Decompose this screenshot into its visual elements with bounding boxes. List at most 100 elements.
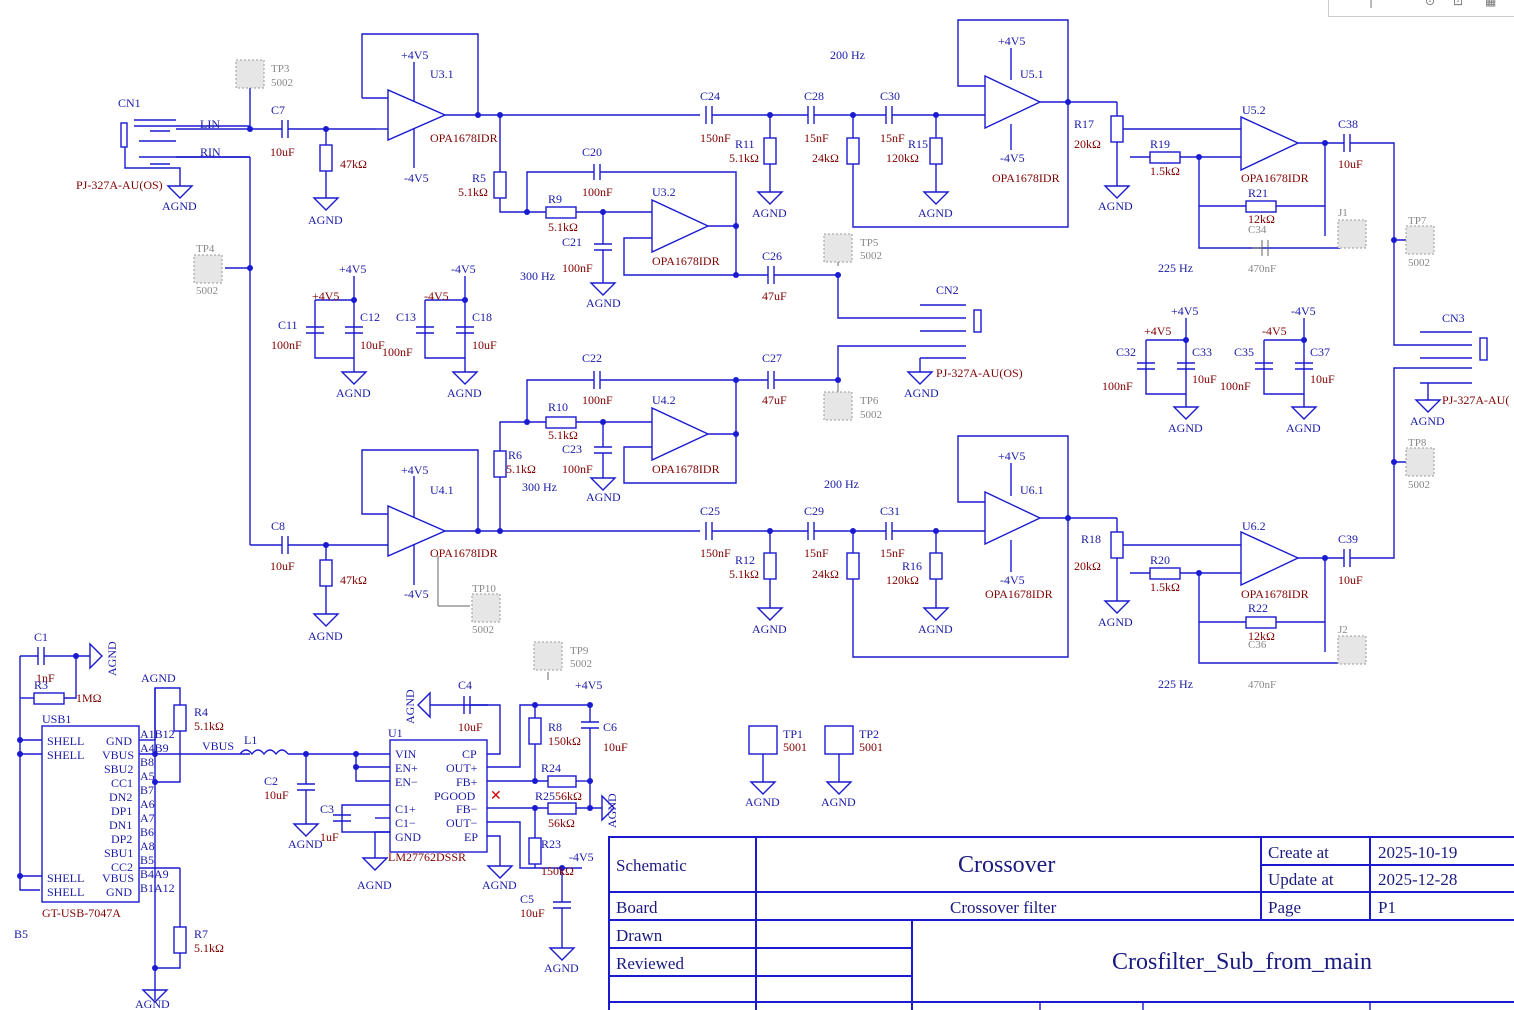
freq-200-top: 200 Hz: [830, 48, 865, 62]
part-u32: OPA1678IDR: [652, 254, 720, 268]
usb-pin-sig: SBU2: [104, 762, 133, 776]
val-c21: 100nF: [562, 261, 593, 275]
test-point-pad[interactable]: [533, 641, 563, 671]
label-r3: R3: [34, 678, 48, 692]
u1-pin-c1n: C1−: [395, 816, 416, 830]
val-tp4: 5002: [196, 285, 218, 297]
label-c38: C38: [1338, 117, 1358, 131]
usb-pin-num: A7: [140, 811, 155, 825]
usb-pin-num: B6: [140, 825, 154, 839]
agnd-usb: AGND: [141, 671, 176, 685]
junction-dot: [1196, 154, 1202, 160]
junction-dot: [17, 873, 23, 879]
label-r7: R7: [194, 927, 208, 941]
test-point-pad[interactable]: [823, 233, 853, 263]
u1-pin-fbn: FB−: [456, 802, 478, 816]
label-c24: C24: [700, 89, 720, 103]
label-c22: C22: [582, 351, 602, 365]
toolbar-grid-icon[interactable]: ▦: [1485, 0, 1497, 8]
label-tp4: TP4: [196, 243, 215, 255]
agnd-r12: AGND: [752, 622, 787, 636]
junction-dot: [1391, 459, 1397, 465]
label-c21: C21: [562, 235, 582, 249]
dec2-n4v5-b: -4V5: [1262, 324, 1287, 338]
tb-sheet-name: Crosfilter_Sub_from_main: [1112, 949, 1372, 975]
part-u52: OPA1678IDR: [1241, 171, 1309, 185]
junction-dot: [462, 297, 468, 303]
agnd-cn2: AGND: [904, 386, 939, 400]
tp1-tp2[interactable]: [748, 725, 854, 795]
label-tp6: TP6: [860, 395, 879, 407]
test-point-pad[interactable]: [193, 254, 223, 284]
usb-pin-gnd2: GND: [106, 885, 132, 899]
agnd-c2: AGND: [288, 837, 323, 851]
agnd-r15: AGND: [918, 206, 953, 220]
u1-pin-gnd: GND: [395, 830, 421, 844]
test-point-pad[interactable]: [823, 391, 853, 421]
val-r25: 56kΩ: [548, 816, 575, 830]
label-c1: C1: [34, 630, 48, 644]
val-c28: 15nF: [804, 131, 829, 145]
u1-pin-cp: CP: [462, 747, 477, 761]
test-point-pad[interactable]: [235, 59, 265, 89]
junction-dot: [600, 419, 606, 425]
val-c39: 10uF: [1338, 573, 1363, 587]
agnd-fb: AGND: [605, 793, 619, 828]
label-r6: R6: [508, 448, 522, 462]
val-r3: 1MΩ: [76, 691, 102, 705]
tb-reviewed-label: Reviewed: [616, 954, 684, 973]
label-usb1: USB1: [42, 712, 71, 726]
u1-neg: -4V5: [569, 850, 594, 864]
label-tp2: TP2: [859, 727, 879, 741]
dec-n4v5-b: -4V5: [424, 289, 449, 303]
usb-pin-vbus1: VBUS: [102, 748, 134, 762]
val-r4: 5.1kΩ: [194, 719, 224, 733]
freq-300-bot: 300 Hz: [522, 480, 557, 494]
test-points[interactable]: [193, 59, 1435, 671]
tb-update-label: Update at: [1268, 870, 1334, 889]
label-c4: C4: [458, 678, 472, 692]
usb-pin-sig: DN2: [109, 790, 132, 804]
test-point-pad[interactable]: [471, 593, 501, 623]
label-c23: C23: [562, 442, 582, 456]
test-point-pad[interactable]: [1405, 225, 1435, 255]
label-c18: C18: [472, 310, 492, 324]
agnd-c11: AGND: [336, 386, 371, 400]
label-tp3: TP3: [271, 63, 290, 75]
val-r22: 12kΩ: [1248, 629, 1275, 643]
junction-dot: [532, 702, 538, 708]
usb-pin-num: A1B12: [140, 727, 175, 741]
test-point-pad[interactable]: [1337, 219, 1367, 249]
val-r2: 47kΩ: [340, 573, 367, 587]
toolbar-divider-icon: |: [1369, 0, 1374, 8]
u1-pin-c1p: C1+: [395, 802, 416, 816]
toolbar-target-icon[interactable]: ⊙: [1425, 0, 1436, 8]
junction-dot: [475, 528, 481, 534]
part-u41: OPA1678IDR: [430, 546, 498, 560]
part-u51: OPA1678IDR: [992, 171, 1060, 185]
val-r8: 150kΩ: [548, 734, 581, 748]
test-point-pad[interactable]: [1405, 447, 1435, 477]
label-cn1: CN1: [118, 96, 141, 110]
bottom-channel-wires: [250, 345, 1420, 664]
val-c37: 10uF: [1310, 372, 1335, 386]
val-tp2: 5001: [859, 740, 883, 754]
toolbar-copy-icon[interactable]: ⊡: [1453, 0, 1464, 8]
junction-dot: [1183, 337, 1189, 343]
val-c33: 10uF: [1192, 372, 1217, 386]
u41-pwr: +4V5: [401, 463, 428, 477]
cn2-connector[interactable]: [906, 304, 982, 385]
cn3-connector[interactable]: [1414, 331, 1488, 413]
val-c36: 470nF: [1248, 679, 1276, 691]
junction-dot: [733, 377, 739, 383]
usb-pin-num: A5: [140, 769, 155, 783]
agnd-c1: AGND: [105, 641, 119, 676]
label-j1: J1: [1338, 207, 1348, 219]
test-point-pad[interactable]: [1337, 635, 1367, 665]
label-c8: C8: [271, 519, 285, 533]
toolbar-corner[interactable]: | ⊙ ⊡ ▦: [1328, 0, 1514, 17]
agnd-cn1: AGND: [162, 199, 197, 213]
tb-drawn-label: Drawn: [616, 926, 663, 945]
junction-dot: [17, 751, 23, 757]
